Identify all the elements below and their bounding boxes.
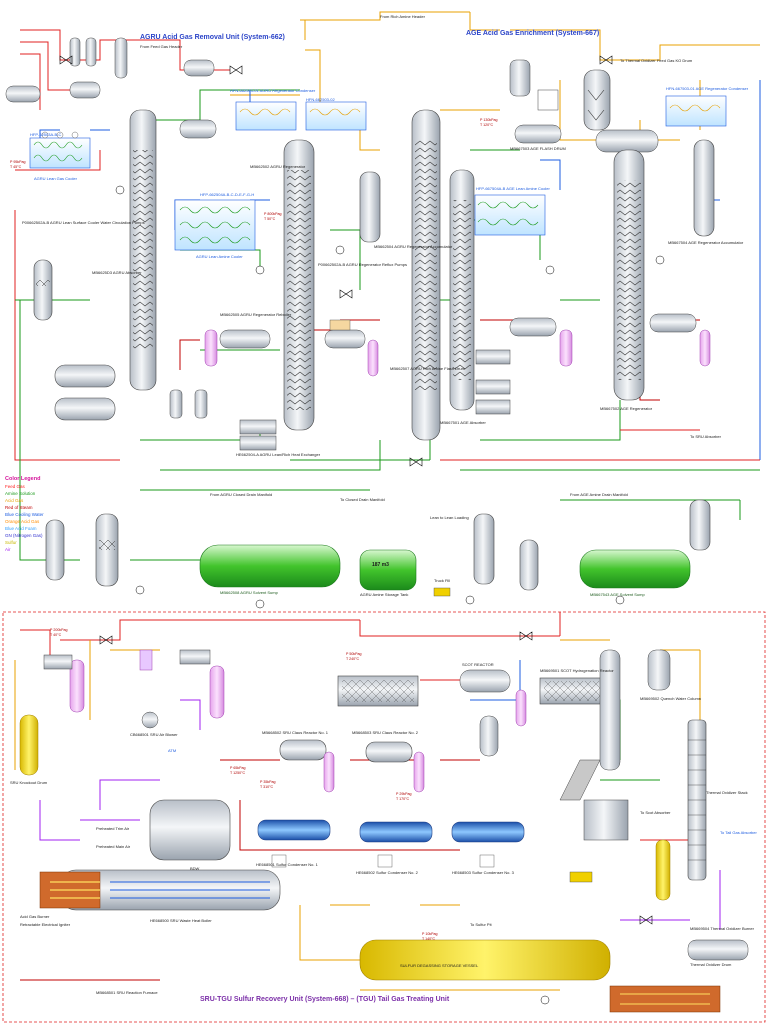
sru-title: SRU-TGU Sulfur Recovery Unit (System-668… (200, 996, 450, 1003)
amine-tank-volume: 187 m3 (372, 562, 389, 568)
sru-piping (14, 612, 721, 991)
claus-reactor-2-label: MB668503 SRU Claus Reactor No. 2 (352, 730, 419, 735)
stream-to-tail: To Tail Gas Absorber (720, 830, 757, 835)
agru-title: AGRU Acid Gas Removal Unit (System-662) (140, 34, 285, 41)
age-absorber-label: MB667501 AGE Absorber (440, 420, 486, 425)
sulfur-condenser-1-label: HE668501 Sulfur Condenser No. 1 (256, 862, 318, 867)
legend-item: Sulfur (5, 540, 17, 545)
flash-drum-label: MB662507 AGRU Rich Amine Flash Drum (390, 366, 465, 371)
cond-t7: T 170°C (396, 797, 410, 801)
sulfur-pit-label: SULFUR DEGASSING STORAGE VESSEL (400, 963, 479, 968)
stream-lean-loading: Lean to Lean Loading (430, 515, 469, 520)
scot-label: SCOT REACTOR (462, 662, 494, 667)
age-accum-label: MB667504 AGE Regenerator Accumulator (668, 240, 744, 245)
age-cooler-label: HFP-667504A-B AGE Lean Amine Cooler (476, 186, 550, 191)
cond-t1: T 45°C (10, 165, 22, 169)
stream-atm: ATM (168, 748, 177, 753)
stream-rich-amine: From Rich Amine Header (380, 14, 425, 19)
cond-p8: P 10kPag (422, 932, 438, 936)
solvent-sump-label: MB662508 AGRU Solvent Sump (220, 590, 278, 595)
cond-t3: T 120°C (480, 123, 494, 127)
absorber-label: MB6625D3 AGRU Absorber (92, 270, 142, 275)
stream-from-agru-drain: From AGRU Closed Drain Manifold (210, 492, 273, 497)
age-regen-label: MB667502 AGE Regenerator (600, 406, 653, 411)
sru-equipment (19, 649, 749, 1013)
cond-p5: P 50kPag (346, 652, 362, 656)
valves (59, 55, 653, 925)
lean-amine-cooler-desc: AGRU Lean Amine Cooler (196, 254, 243, 259)
lean-cooler-label: HFP-62503A-B-C (30, 132, 62, 137)
cond-t9: T 1250°C (230, 771, 246, 775)
lean-cooler-desc: AGRU Lean Gas Cooler (34, 176, 77, 181)
regen-accum-label: MB662504 AGRU Regenerator Accumulator (374, 244, 453, 249)
age-flash-label: MB667503 AGE FLASH DRUM (510, 146, 566, 151)
ref-pumps-label: P00662502A-B AGRU Lean Surface Cooler Wa… (22, 220, 145, 225)
claus-reactor-1-label: MB668502 SRU Claus Reactor No. 1 (262, 730, 329, 735)
cond-p9: P 65kPag (230, 766, 246, 770)
age-equipment (449, 59, 727, 591)
color-legend: Color Legend Feed Gas Amine Solution Aci… (5, 476, 63, 553)
age-condenser-label: HFN-667503-01 AGE Regenerator Condenser (666, 86, 749, 91)
heat-exchanger-label: HE662504-A AGRU Lean/Rich Heat Exchanger (236, 452, 321, 457)
legend-item: Air (5, 547, 11, 552)
scot-hydro-label: MB669501 SCOT Hydrogenation Reactor (540, 668, 614, 673)
stream-from-age-drain: From AGE Amine Drain Manifold (570, 492, 628, 497)
legend-item: Feed Gas (5, 484, 25, 489)
legend-item: Acid Gas (5, 498, 24, 503)
stream-feed-in: From Feed Gas Header (140, 44, 183, 49)
amine-tank-label: AGRU Amine Storage Tank (360, 592, 409, 597)
legend-item: GN (Nitrogen Gas) (5, 533, 43, 538)
stream-to-sru: To SRU Absorber (690, 434, 721, 439)
stream-bdw: BDW (190, 866, 200, 871)
legend-item: Red of Steam (5, 505, 33, 510)
legend-item: Orange Acid Gas (5, 519, 40, 524)
regen-condenser-label: HFN-662503-01 AGRU Regenerator Condenser (230, 88, 316, 93)
section-boxes (2, 611, 766, 1023)
age-sump-label: MB667543 AGE Solvent Sump (590, 592, 645, 597)
reboiler-label: MB662505 AGRU Regenerator Reboiler (220, 312, 292, 317)
age-title: AGE Acid Gas Enrichment (System-667) (466, 30, 600, 37)
legend-item: Amine Solution (5, 491, 36, 496)
cond-p7: P 29kPag (396, 792, 412, 796)
cond-t8: T 140°C (422, 937, 436, 941)
air-blower-label: CB668501 SRU Air Blower (130, 732, 178, 737)
legend-item: Blue Cooling Water (5, 512, 44, 517)
cond-t4: T 40°C (50, 633, 62, 637)
stream-truck-fill: Truck Fill (434, 578, 451, 583)
thermal-ox-label: MB669504 Thermal Oxidizer Burner (690, 926, 754, 931)
reflux-pumps-label: P00662502A-B AGRU Regenerator Reflux Pum… (318, 262, 407, 267)
whb-label: HE668500 SRU Waste Heat Boiler (150, 918, 212, 923)
legend-title: Color Legend (5, 476, 41, 482)
cond-p6: P 35kPag (260, 780, 276, 784)
cond-p4: P 200kPag (50, 628, 68, 632)
cond-t5: T 240°C (346, 657, 360, 661)
furnace-label: MB668501 SRU Reaction Furnace (96, 990, 158, 995)
regenerator-label: MB662502 AGRU Regenerator (250, 164, 306, 169)
cond-p1: P 95kPag (10, 160, 26, 164)
sulfur-condenser-2-label: HE668502 Sulfur Condenser No. 2 (356, 870, 418, 875)
lean-amine-cooler-label: HFP-662504A-B-C-D-E-F-G-H (200, 192, 255, 197)
oxidizer-stack-label: Thermal Oxidizer Stack (706, 790, 748, 795)
stream-trim-air: Preheated Trim Air (96, 826, 130, 831)
stream-to-sulfur: To Sulfur Pit (470, 922, 492, 927)
stream-to-thermal: To Thermal Oxidizer Feed Gas KO Drum (620, 58, 693, 63)
legend-item: Blue Acid Foam (5, 526, 37, 531)
cond-t2: T 50°C (264, 217, 276, 221)
cond-p3: P 130kPag (480, 118, 498, 122)
stream-main-air: Preheated Main Air (96, 844, 131, 849)
quench-label: MB669502 Quench Water Column (640, 696, 701, 701)
igniter-label: Retractable Electrical Igniter (20, 922, 71, 927)
cond-t6: T 310°C (260, 785, 274, 789)
incin-drum-label: Thermal Oxidizer Drum (690, 962, 732, 967)
sulfur-condenser-3-label: HE668503 Sulfur Condenser No. 3 (452, 870, 514, 875)
agru-equipment (5, 37, 451, 597)
regen-condenser-b-label: HFN-662503-02 (306, 97, 335, 102)
knock-drum-label: SRU Knockout Drum (10, 780, 48, 785)
stream-scot-gas: To Scot Absorber (640, 810, 671, 815)
stream-closed-drain: To Closed Drain Manifold (340, 497, 385, 502)
cond-p2: P 800kPag (264, 212, 282, 216)
pumps (115, 185, 665, 1005)
acid-burner-label: Acid Gas Burner (20, 914, 50, 919)
